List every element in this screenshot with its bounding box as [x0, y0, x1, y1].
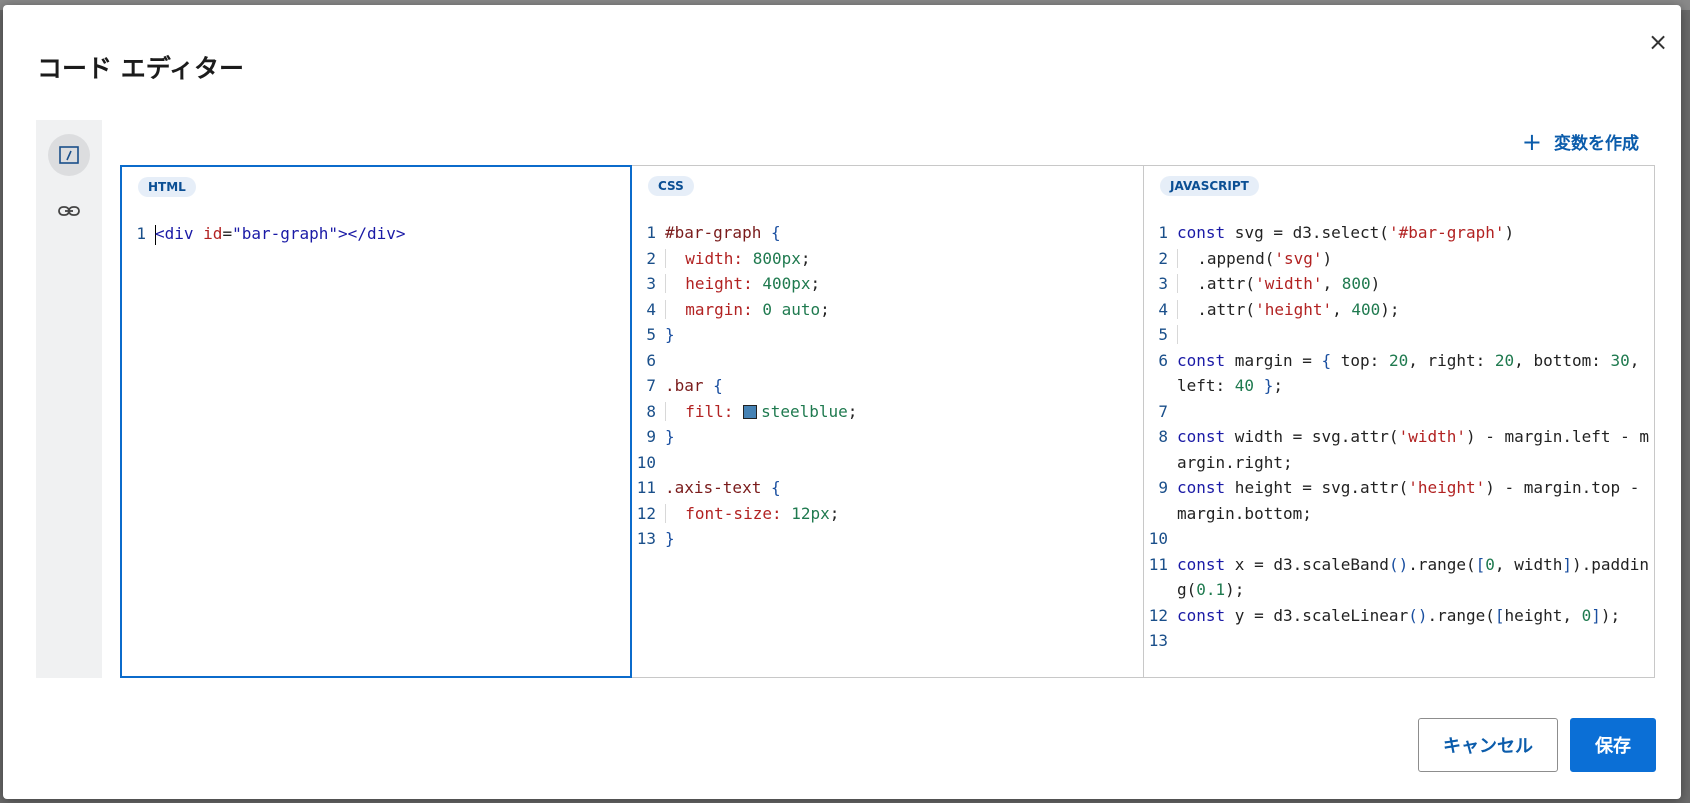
link-button[interactable] — [48, 190, 90, 232]
dialog-title: コード エディター — [37, 54, 244, 83]
plus-icon: + — [1521, 127, 1542, 156]
close-button[interactable]: × — [1647, 28, 1669, 56]
code-view-button[interactable] — [48, 134, 90, 176]
code-editor-area: HTML 1<div id="bar-graph"></div> CSS 1#b… — [120, 165, 1655, 678]
css-code[interactable]: 1#bar-graph { 2 width: 800px; 3 height: … — [636, 223, 858, 548]
editor-sidebar — [36, 120, 102, 678]
color-swatch[interactable] — [743, 404, 758, 419]
link-icon — [58, 206, 80, 216]
css-pane[interactable]: CSS 1#bar-graph { 2 width: 800px; 3 heig… — [632, 166, 1144, 677]
html-tag: HTML — [138, 177, 196, 197]
code-edit-icon — [59, 146, 79, 164]
create-variable-label: 変数を作成 — [1554, 134, 1639, 154]
create-variable-button[interactable]: + 変数を作成 — [1521, 127, 1639, 156]
css-tag: CSS — [648, 176, 694, 196]
javascript-tag: JAVASCRIPT — [1160, 176, 1259, 196]
cancel-button[interactable]: キャンセル — [1418, 718, 1558, 772]
html-code[interactable]: 1<div id="bar-graph"></div> — [136, 224, 406, 245]
code-editor-dialog: コード エディター × + 変数を作成 HTML 1<div id="bar-g… — [3, 5, 1681, 799]
html-pane[interactable]: HTML 1<div id="bar-graph"></div> — [120, 165, 632, 678]
save-button[interactable]: 保存 — [1570, 718, 1656, 772]
